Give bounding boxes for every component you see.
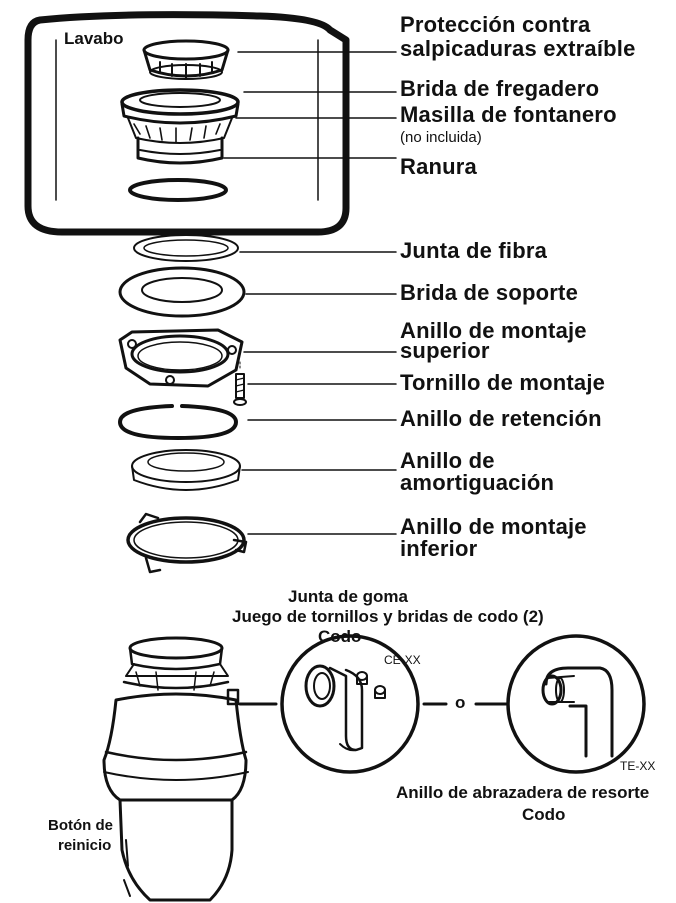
label-fiber-gasket: Junta de fibra [400, 238, 548, 263]
backup-flange [118, 266, 246, 318]
groove-ring [128, 178, 228, 202]
label-reset-line1: Botón de [48, 817, 113, 834]
lower-mounting-ring [126, 512, 248, 574]
label-elbow: Codo [318, 627, 362, 646]
label-model-a: CE-XX [384, 653, 421, 667]
disposer-unit [102, 636, 249, 902]
label-retaining-ring: Anillo de retención [400, 406, 602, 431]
label-upper-ring-line2: superior [400, 338, 490, 363]
label-lavabo: Lavabo [64, 29, 124, 48]
label-elbow-b: Codo [522, 805, 566, 824]
splash-guard [142, 39, 230, 80]
label-splash-guard-line1: Protección contra [400, 12, 591, 37]
label-rubber-gasket: Junta de goma [288, 587, 408, 606]
flange-tube [136, 136, 224, 165]
label-screw-set: Juego de tornillos y bridas de codo (2) [232, 607, 544, 626]
label-model-b: TE-XX [620, 759, 656, 773]
label-or: o [455, 693, 466, 712]
label-upper-ring-line1: Anillo de montaje [400, 318, 587, 343]
label-putty: Masilla de fontanero [400, 102, 617, 127]
label-spring-clamp: Anillo de abrazadera de resorte [396, 783, 650, 802]
sink-flange [120, 88, 240, 125]
elbow-detail-a [280, 634, 420, 774]
label-sink-flange: Brida de fregadero [400, 76, 600, 101]
label-splash-guard-line2: salpicaduras extraíble [400, 36, 636, 61]
label-lower-ring-line1: Anillo de montaje [400, 514, 587, 539]
label-cushion-ring-line2: amortiguación [400, 470, 555, 495]
leader-lines [223, 51, 397, 535]
label-backup-flange: Brida de soporte [400, 280, 579, 305]
label-reset-line2: reinicio [58, 837, 112, 854]
label-putty-note: (no incluida) [400, 129, 482, 146]
label-cushion-ring-line1: Anillo de [400, 448, 495, 473]
label-groove: Ranura [400, 154, 477, 179]
label-mount-screw: Tornillo de montaje [400, 370, 606, 395]
mounting-screw [233, 361, 247, 406]
elbow-detail-b [506, 634, 646, 774]
cushion-ring [131, 449, 241, 491]
retaining-ring [118, 404, 238, 440]
upper-mounting-ring [118, 328, 244, 388]
label-lower-ring-line2: inferior [400, 536, 478, 561]
fiber-gasket [133, 234, 239, 262]
sink-basin [24, 11, 350, 236]
